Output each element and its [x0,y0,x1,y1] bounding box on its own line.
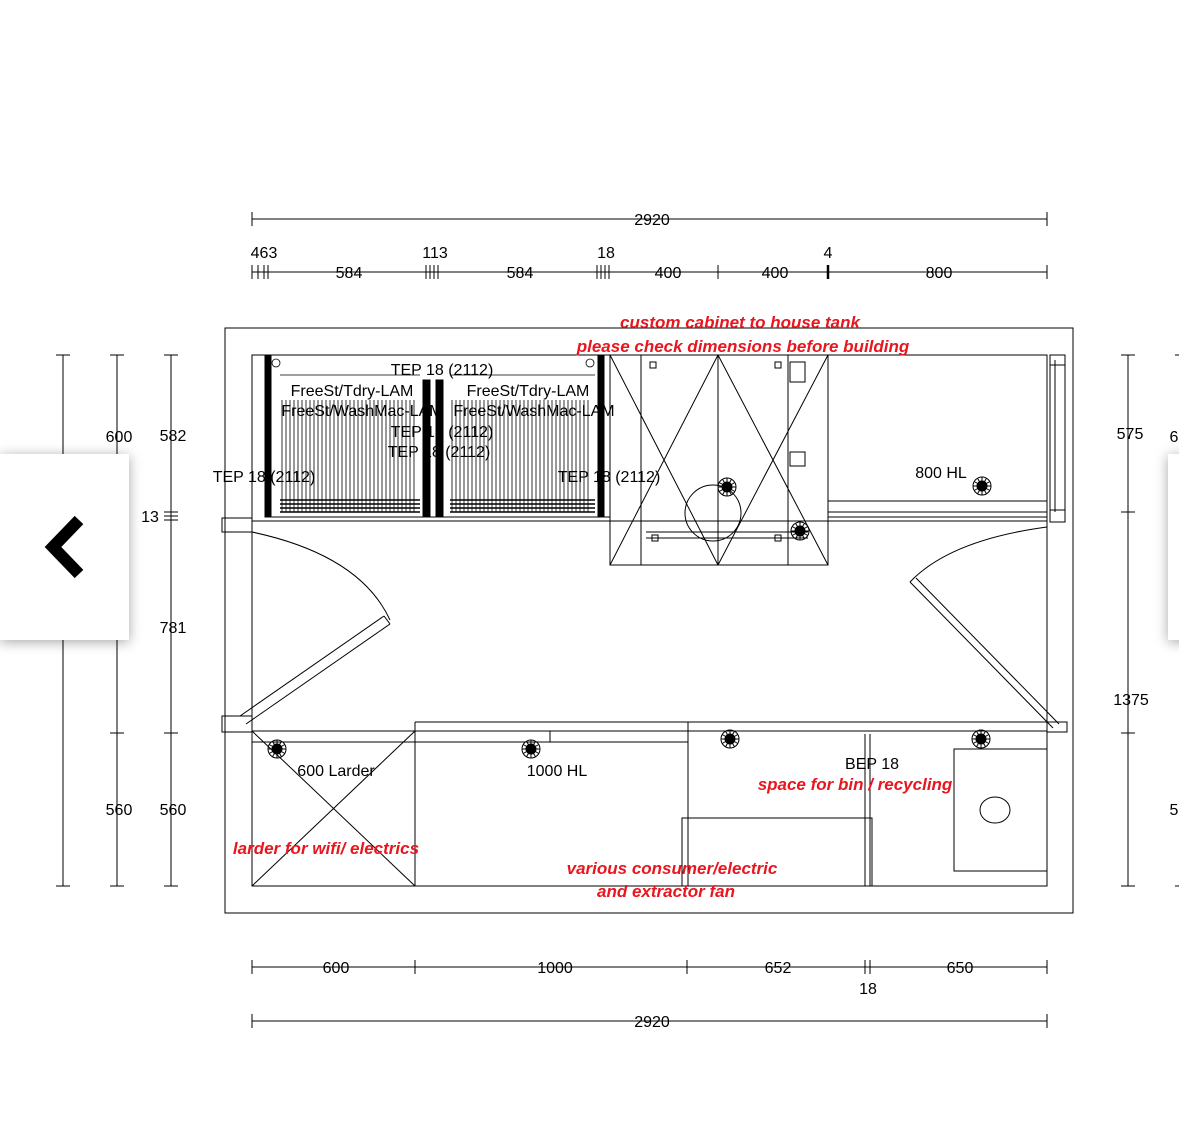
label-washing-machine-left: FreeSt/WashMac-LAM [281,403,442,420]
bottom-worktop [252,721,1047,886]
right-door-swing [909,526,1068,733]
dim-left-inner-4: 560 [160,802,187,819]
left-door-swing [221,517,391,733]
downlight-icon [717,477,737,497]
label-washing-machine-right: FreeSt/WashMac-LAM [453,403,614,420]
dim-top-run-1: 584 [336,265,363,282]
dim-top-small-2: 113 [422,245,448,262]
dim-top-run-4: 400 [762,265,789,282]
dim-top-small-1: 463 [251,245,278,262]
label-tumble-dryer-right: FreeSt/Tdry-LAM [467,383,590,400]
note-cabinet-line-1: custom cabinet to house tank [620,313,861,332]
tumble-dryer-right [450,358,595,513]
right-dimension [1121,354,1179,887]
dim-bottom-total: 2920 [634,1014,670,1031]
dim-right-clipped-1: 6 [1170,429,1179,446]
dim-left-outer-2: 560 [106,802,133,819]
tank-cabinet [609,354,829,566]
sink-unit [953,748,1048,872]
larder-unit [251,730,416,887]
tumble-dryer-left [271,358,420,513]
dim-top-small-3: 18 [597,245,615,262]
note-consumer-line-2: and extractor fan [597,882,735,901]
dim-left-inner-1: 582 [160,428,187,445]
wall-unit-800 [827,354,1066,523]
dim-right-2: 1375 [1113,692,1149,709]
label-1000-hl: 1000 HL [527,763,588,780]
dim-top-small-4: 4 [824,245,833,262]
label-800-hl: 800 HL [915,465,967,482]
dim-left-inner-3: 781 [160,620,187,637]
dim-bottom-gap: 18 [859,981,877,998]
dim-left-inner-2: 13 [141,509,159,526]
bottom-run-dimensions [251,960,1048,974]
label-tep-middle-1: TEP 18 (2112) [391,424,494,441]
downlight-icon [972,476,992,496]
label-600-larder: 600 Larder [297,763,375,780]
bin-space [681,734,873,887]
previous-image-button[interactable] [0,454,129,640]
room-inner-wall [251,354,1048,887]
dim-right-1: 575 [1117,426,1144,443]
dim-top-run-2: 584 [507,265,534,282]
dim-bottom-run-1: 600 [323,960,350,977]
dim-bottom-run-2: 1000 [537,960,573,977]
appliance-housing [252,354,1047,522]
left-inner-dimension [164,354,178,887]
note-consumer-line-1: various consumer/electric [567,859,778,878]
top-run-dimensions [251,265,1048,279]
top-total-dimension [251,212,1048,226]
dim-left-outer-1: 600 [106,429,133,446]
downlight-icon [267,739,287,759]
note-bin: space for bin / recycling [758,775,953,794]
dim-top-total: 2920 [634,212,670,229]
next-image-button[interactable] [1168,454,1179,640]
chevron-left-icon [44,515,83,579]
downlight-icon [971,729,991,749]
label-tep-top: TEP 18 (2112) [391,362,494,379]
label-tep-middle-2: TEP 18 (2112) [388,444,491,461]
label-tumble-dryer-left: FreeSt/Tdry-LAM [291,383,414,400]
dim-top-run-5: 800 [926,265,953,282]
label-tep-right: TEP 18 (2112) [558,469,661,486]
note-cabinet-line-2: please check dimensions before building [576,337,910,356]
label-tep-left: TEP 18 (2112) [213,469,316,486]
downlight-icon [720,729,740,749]
downlight-icon [521,739,541,759]
dim-top-run-3: 400 [655,265,682,282]
bottom-total-dimension [251,1014,1048,1028]
room-outer-wall [224,327,1074,914]
dim-right-clipped-2: 5 [1170,802,1179,819]
dim-bottom-run-3: 652 [765,960,792,977]
note-larder: larder for wifi/ electrics [233,839,419,858]
dim-bottom-run-4: 650 [947,960,974,977]
downlight-icon [790,521,810,541]
label-bep: BEP 18 [845,756,899,773]
